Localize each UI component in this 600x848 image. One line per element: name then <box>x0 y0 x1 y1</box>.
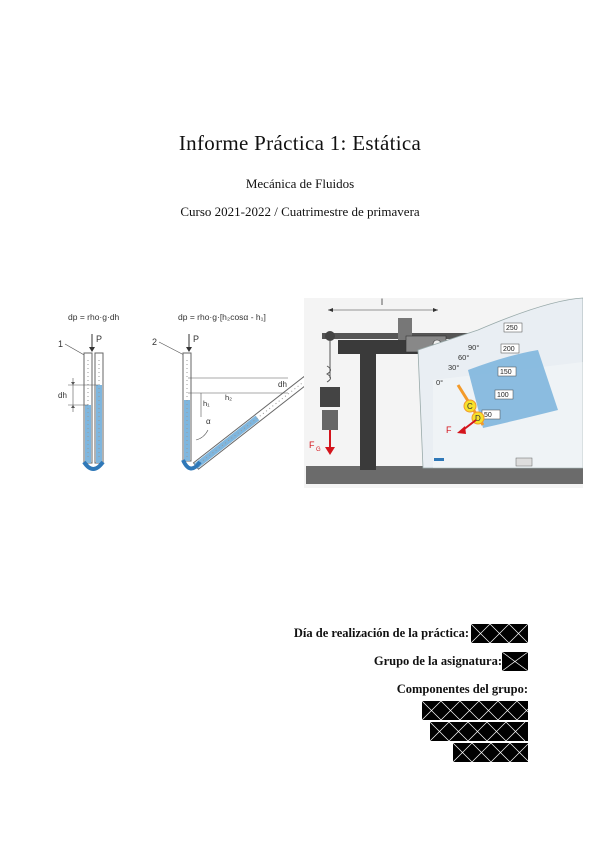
svg-text:250: 250 <box>506 325 518 332</box>
subject-name: Mecánica de Fluidos <box>245 176 355 191</box>
svg-text:30°: 30° <box>448 363 459 372</box>
svg-text:G: G <box>316 447 321 453</box>
svg-text:1: 1 <box>58 339 63 349</box>
middle-formula: dp = rho·g·[h₂cosα - h₁] <box>178 312 266 322</box>
members-label: Componentes del grupo: <box>396 682 528 696</box>
svg-text:P: P <box>96 334 102 344</box>
svg-text:F: F <box>446 425 452 435</box>
svg-text:200: 200 <box>503 346 515 353</box>
svg-text:P: P <box>193 334 199 344</box>
svg-text:50: 50 <box>484 412 492 419</box>
member-redaction-2 <box>430 722 528 741</box>
svg-text:60°: 60° <box>458 353 469 362</box>
svg-text:l: l <box>381 297 383 307</box>
course-info: Curso 2021-2022 / Cuatrimestre de primav… <box>180 204 420 219</box>
svg-text:2: 2 <box>152 337 157 347</box>
svg-text:0°: 0° <box>436 378 443 387</box>
svg-text:90°: 90° <box>468 343 479 352</box>
svg-text:D: D <box>475 414 481 423</box>
group-label: Grupo de la asignatura: <box>373 654 502 668</box>
report-title: Informe Práctica 1: Estática <box>178 131 422 155</box>
group-redaction <box>502 652 528 671</box>
svg-text:dh: dh <box>58 391 67 400</box>
member-redaction-1 <box>422 701 528 720</box>
manometer-vertical: 1 P dh <box>58 334 105 471</box>
svg-text:100: 100 <box>497 392 509 399</box>
pressure-apparatus: l F G 250 200 150 100 50 0° 30° <box>304 297 583 488</box>
svg-text:h₂: h₂ <box>225 393 232 402</box>
manometer-inclined: 2 P dh h₁ h₂ α <box>152 334 310 471</box>
svg-text:α: α <box>206 417 211 426</box>
svg-text:150: 150 <box>500 369 512 376</box>
left-formula: dp = rho·g·dh <box>68 312 120 322</box>
svg-text:dh: dh <box>278 380 287 389</box>
date-label: Día de realización de la práctica: <box>293 626 469 640</box>
svg-text:h₁: h₁ <box>203 399 210 408</box>
svg-text:F: F <box>309 440 315 450</box>
member-redaction-3 <box>453 743 528 762</box>
date-redaction <box>471 624 528 643</box>
svg-text:C: C <box>467 402 473 411</box>
hydrostatics-figure: dp = rho·g·dh dp = rho·g·[h₂cosα - h₁] 1… <box>58 297 583 488</box>
